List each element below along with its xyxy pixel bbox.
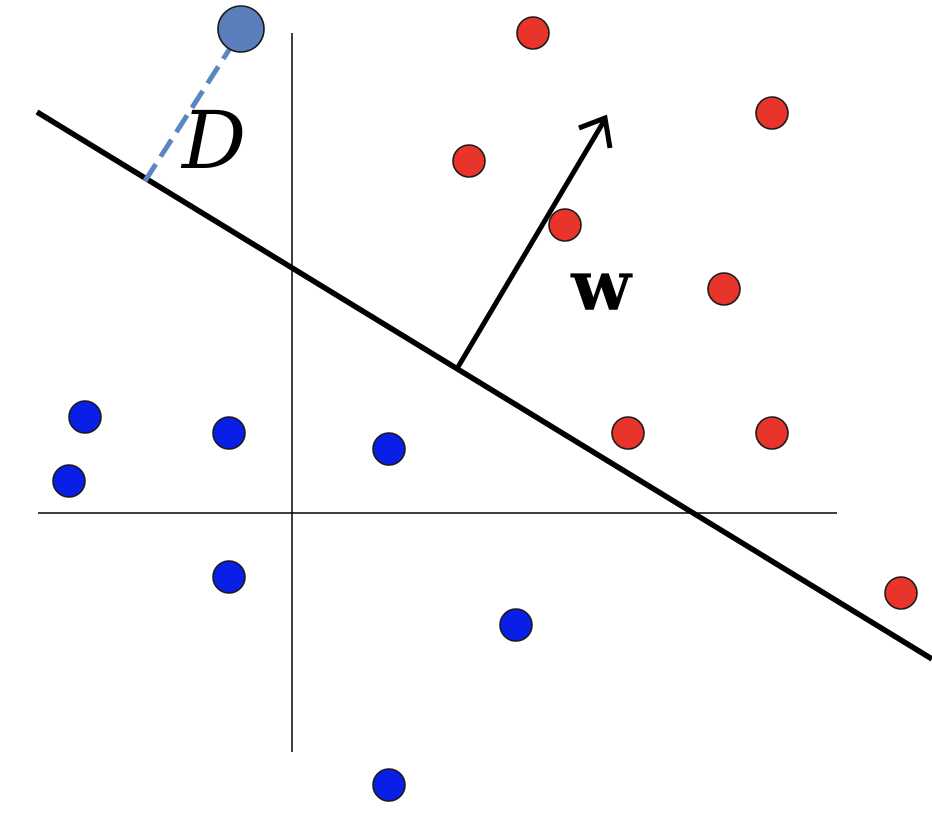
positive-point	[452, 144, 486, 178]
negative-point	[499, 608, 533, 642]
positive-point	[755, 96, 789, 130]
negative-point	[372, 432, 406, 466]
positive-point	[516, 16, 550, 50]
positive-point	[707, 272, 741, 306]
weight-vector-label: w	[570, 244, 633, 327]
negative-point	[212, 560, 246, 594]
negative-class-points	[52, 400, 533, 802]
weight-vector-arrow	[455, 114, 613, 369]
positive-point	[548, 208, 582, 242]
weight-vector-arrowhead	[578, 114, 613, 149]
negative-point	[52, 464, 86, 498]
weight-vector-shaft	[455, 119, 607, 369]
positive-point	[611, 416, 645, 450]
positive-point	[884, 576, 918, 610]
positive-class-points	[452, 16, 918, 610]
decision-boundary	[35, 109, 932, 662]
negative-point	[212, 416, 246, 450]
distance-label: D	[180, 94, 246, 187]
negative-point	[372, 768, 406, 802]
negative-point	[68, 400, 102, 434]
positive-point	[755, 416, 789, 450]
highlighted-point	[217, 5, 265, 53]
